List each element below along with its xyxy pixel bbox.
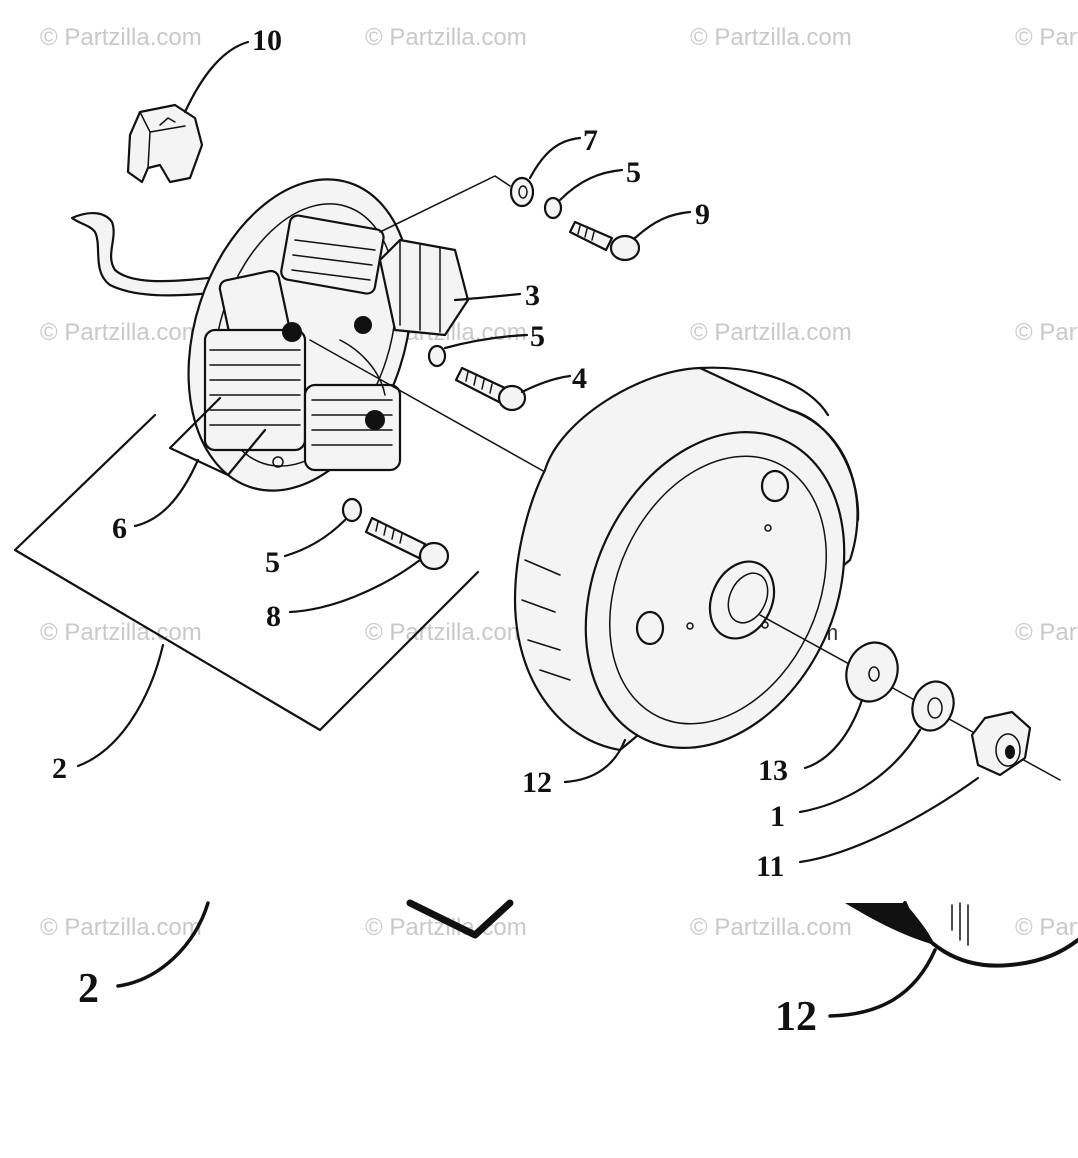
watermarks: © Partzilla.com © Partzilla.com © Partzi… bbox=[40, 24, 1078, 941]
lock-washer-1 bbox=[911, 680, 955, 732]
leader-3 bbox=[453, 292, 522, 302]
watermark: © Partzilla.com bbox=[690, 914, 852, 941]
callout-3: 3 bbox=[525, 279, 540, 312]
stator-assembly bbox=[187, 178, 470, 492]
flywheel-part bbox=[513, 366, 860, 752]
leader-9 bbox=[633, 210, 692, 240]
nut-11 bbox=[970, 710, 1032, 777]
lock-washer-5-bottom bbox=[341, 497, 363, 523]
watermark: © Partzilla.com bbox=[40, 619, 202, 646]
explode-line-top bbox=[379, 175, 511, 233]
watermark: © Partzilla.com bbox=[365, 619, 527, 646]
bolt-4 bbox=[454, 366, 527, 412]
washer-7 bbox=[509, 176, 535, 208]
watermark: © Partzilla.com bbox=[40, 24, 202, 51]
watermark: © Partzilla.com bbox=[1015, 319, 1078, 346]
callout-2: 2 bbox=[52, 752, 67, 785]
callout-4: 4 bbox=[572, 362, 587, 395]
watermark: © Partzilla.com bbox=[1015, 24, 1078, 51]
leader-5-bottom bbox=[283, 518, 347, 558]
watermark: © Partzilla.com bbox=[365, 24, 527, 51]
watermark: © Partzilla.com bbox=[690, 24, 852, 51]
washer-13 bbox=[845, 641, 899, 703]
watermark: © Partzilla.com bbox=[690, 319, 852, 346]
leader-13 bbox=[803, 698, 864, 770]
callout-1: 1 bbox=[770, 800, 785, 833]
callout-5-bottom: 5 bbox=[265, 546, 280, 579]
callout-7: 7 bbox=[583, 124, 598, 157]
leader-8 bbox=[288, 558, 422, 614]
bracket-2 bbox=[13, 413, 480, 732]
leader-5-top bbox=[558, 168, 624, 202]
leader-6 bbox=[133, 458, 200, 528]
bolt-9 bbox=[568, 220, 641, 262]
bolt-8 bbox=[364, 516, 450, 571]
leader-4 bbox=[520, 374, 572, 394]
watermark: © Partzilla.com bbox=[1015, 914, 1078, 941]
callout-12-zoom: 12 bbox=[775, 994, 817, 1040]
callout-8: 8 bbox=[266, 600, 281, 633]
callout-5-mid: 5 bbox=[530, 320, 545, 353]
leader-1 bbox=[798, 728, 922, 814]
leader-7 bbox=[528, 136, 582, 180]
lock-washer-5-top bbox=[543, 196, 563, 220]
callout-6: 6 bbox=[112, 512, 127, 545]
callout-13: 13 bbox=[758, 754, 788, 787]
callout-10: 10 bbox=[252, 24, 282, 57]
leader-5-mid bbox=[443, 333, 529, 350]
watermark: © Partzilla.com bbox=[40, 319, 202, 346]
leader-10 bbox=[183, 40, 250, 114]
zoom-fragment: 2 12 bbox=[78, 899, 1078, 1040]
leader-12 bbox=[563, 738, 627, 784]
bracket-6 bbox=[168, 396, 267, 477]
lock-washer-5-mid bbox=[427, 344, 447, 368]
callout-12: 12 bbox=[522, 766, 552, 799]
explode-line-center bbox=[309, 339, 546, 473]
callout-5-top: 5 bbox=[626, 156, 641, 189]
leader-2 bbox=[76, 643, 165, 768]
callout-2-zoom: 2 bbox=[78, 966, 99, 1012]
watermark: © Partzilla.com bbox=[40, 914, 202, 941]
leader-11 bbox=[798, 776, 980, 864]
grommet-part bbox=[126, 103, 204, 184]
callout-11: 11 bbox=[756, 850, 784, 883]
watermark: © Partzilla.com bbox=[1015, 619, 1078, 646]
callout-9: 9 bbox=[695, 198, 710, 231]
